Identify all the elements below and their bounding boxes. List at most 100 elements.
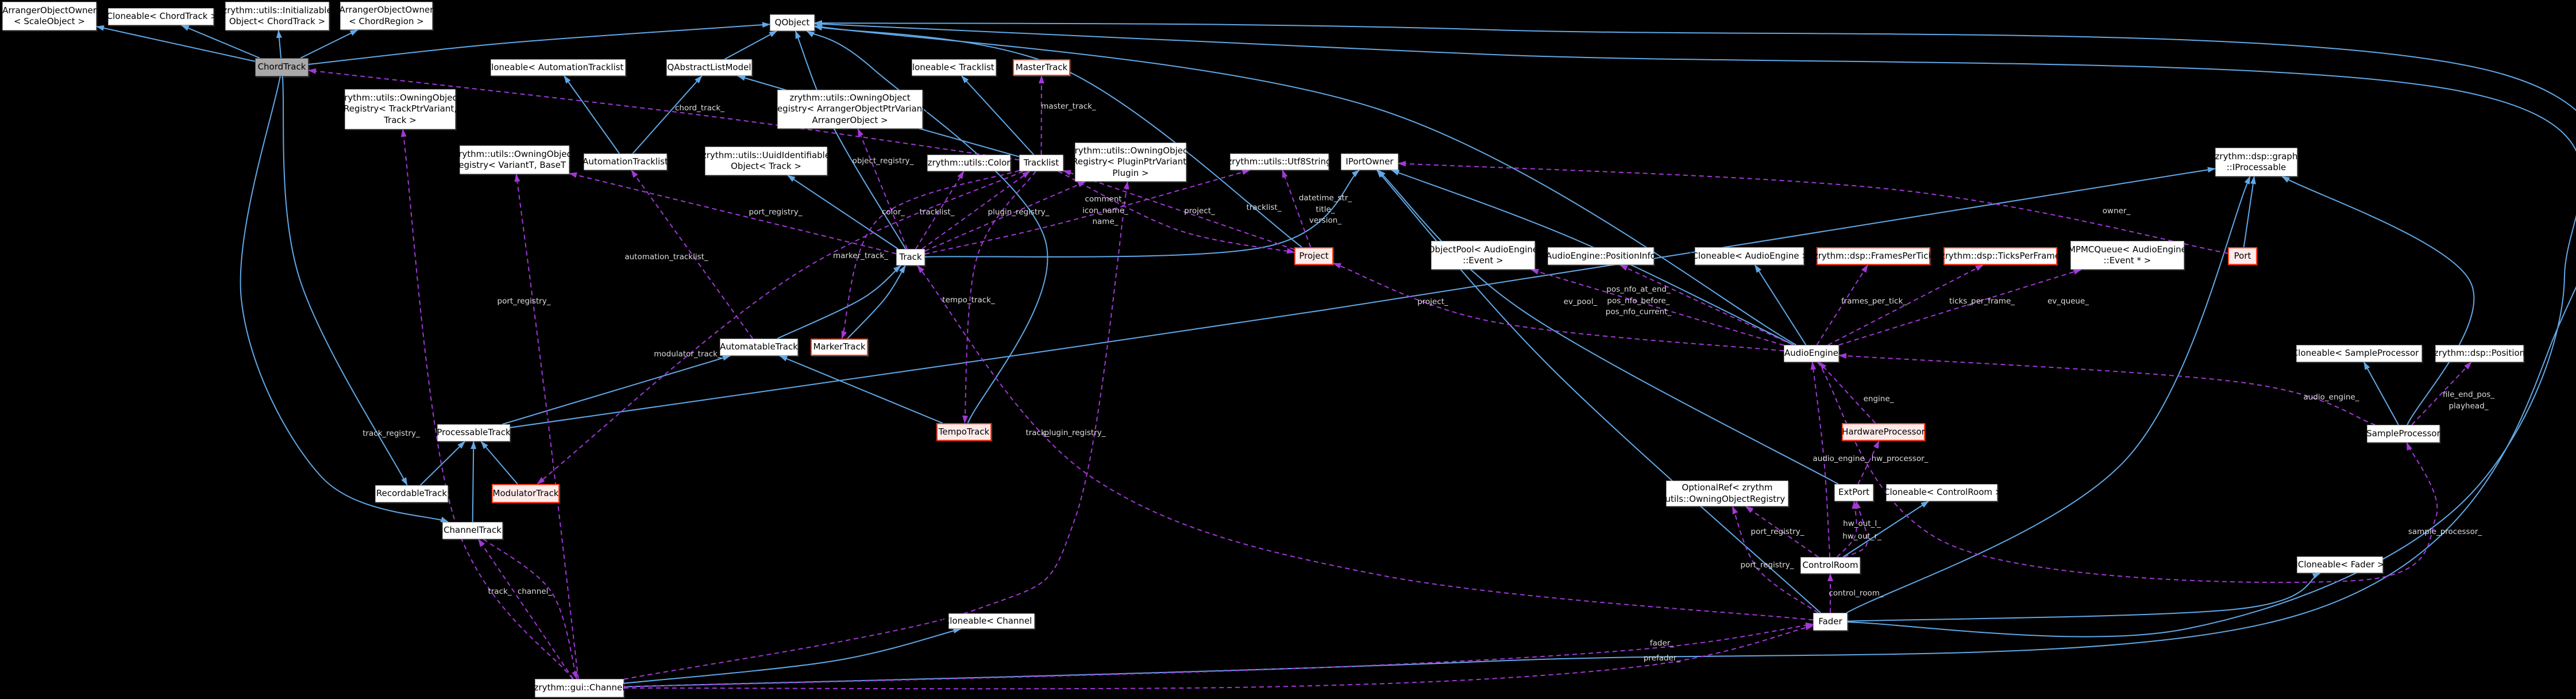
node-automationtracklist[interactable]: AutomationTracklist [583, 153, 668, 170]
node-recordabletrack[interactable]: RecordableTrack [375, 485, 448, 502]
edge-port-iprocessable [2243, 176, 2256, 248]
edge-channel-fader [623, 622, 1814, 688]
edge-audioengine-iclone-audioengine [1754, 264, 1807, 345]
node-iclone-audioengine[interactable]: ICloneable< AudioEngine > [1690, 247, 1809, 265]
edge-channel-owning-variant-registry [514, 174, 579, 679]
edge-modulatortrack-processabletrack [480, 441, 518, 485]
node-iclone-chordtrack[interactable]: ICloneable< ChordTrack > [104, 8, 218, 25]
edge-track-owning-variant-registry [569, 172, 897, 255]
node-channel[interactable]: zrythm::gui::Channel [534, 679, 624, 697]
node-position[interactable]: zrythm::dsp::Position [2434, 345, 2525, 362]
node-markertrack[interactable]: MarkerTrack [811, 339, 868, 356]
node-iclone-fader[interactable]: ICloneable< Fader > [2295, 556, 2385, 573]
node-objectpool-event[interactable]: ObjectPool< AudioEngine ::Event > [1428, 241, 1538, 270]
edge-audioengine-positioninfo [1619, 264, 1793, 345]
node-iclone-channel[interactable]: ICloneable< Channel > [941, 613, 1042, 629]
node-iclone-tracklist[interactable]: ICloneable< Tracklist > [904, 59, 1004, 76]
edge-track-uuid-track [787, 175, 898, 249]
node-mpmcqueue[interactable]: MPMCQueue< AudioEngine ::Event * > [2068, 241, 2186, 270]
edge-processabletrack-iprocessable [510, 167, 2216, 428]
edge-sampleprocessor-iprocessable [2281, 176, 2475, 425]
edge-channel-fader [623, 624, 1814, 690]
node-tracklist[interactable]: Tracklist [1019, 155, 1063, 171]
edge-fader-iprocessable [1846, 176, 2251, 613]
node-optionalref[interactable]: OptionalRef< zrythm ::utils::OwningObjec… [1659, 481, 1795, 506]
edge-fader-iclone-fader [1847, 573, 2321, 622]
node-qobject[interactable]: QObject [770, 14, 815, 31]
edge-chordtrack-qobject [308, 22, 770, 65]
node-framespertick[interactable]: zrythm::dsp::FramesPerTick [1814, 247, 1933, 265]
edge-audioengine-objectpool-event [1530, 268, 1784, 346]
node-tempotrack[interactable]: TempoTrack [936, 423, 992, 441]
edge-audioengine-ticksperframe [1827, 264, 1984, 345]
edge-chordtrack-channeltrack [240, 76, 449, 523]
edge-track-owning-plugin-registry [924, 181, 1086, 252]
edge-audioengine-mpmcqueue [1838, 269, 2082, 346]
node-channeltrack[interactable]: ChannelTrack [442, 522, 503, 539]
edge-track-utf8string [924, 169, 1251, 255]
node-positioninfo[interactable]: AudioEngine::PositionInfo [1546, 247, 1656, 265]
node-mastertrack[interactable]: MasterTrack [1013, 59, 1070, 76]
edge-audioengine-qobject [814, 24, 1796, 345]
node-iclone-controlroom[interactable]: ICloneable< ControlRoom > [1881, 484, 2002, 501]
edge-audioengine-project [1333, 262, 1784, 352]
node-chordtrack[interactable]: ChordTrack [255, 58, 308, 76]
node-audioengine[interactable]: AudioEngine [1784, 345, 1839, 362]
node-aoo-chordregion[interactable]: ArrangerObjectOwner < ChordRegion > [340, 2, 433, 30]
edge-automatabletrack-automationtracklist [631, 170, 754, 339]
edge-track-owning-arranger-registry [857, 128, 908, 249]
node-automatabletrack[interactable]: AutomatableTrack [720, 339, 798, 356]
edge-tracklist-iclone-tracklist [961, 75, 1034, 155]
node-iprocessable[interactable]: zrythm::dsp::graph ::IProcessable [2215, 148, 2297, 176]
node-fader[interactable]: Fader [1813, 613, 1848, 631]
node-utf8string[interactable]: zrythm::utils::Utf8String [1227, 153, 1332, 170]
node-hardwareprocessor[interactable]: HardwareProcessor [1842, 423, 1925, 441]
edge-tracklist-modulatortrack [537, 171, 1024, 485]
edge-fader-qobject [814, 21, 2576, 637]
node-owning-plugin-registry[interactable]: zrythm::utils::OwningObject Registry< Pl… [1070, 143, 1191, 182]
edge-markertrack-track [847, 265, 906, 339]
node-qabstractlistmodel[interactable]: QAbstractListModel [666, 59, 752, 76]
edge-tempotrack-qobject [806, 30, 1048, 424]
node-project[interactable]: Project [1294, 247, 1333, 265]
node-iportowner[interactable]: IPortOwner [1341, 153, 1398, 170]
edge-fader-track [917, 265, 1814, 621]
node-uuid-track[interactable]: zrythm::utils::UuidIdentifiable Object< … [702, 147, 830, 175]
edge-port-iportowner [1398, 160, 2228, 254]
node-sampleprocessor[interactable]: SampleProcessor [2366, 425, 2440, 443]
node-modulatortrack[interactable]: ModulatorTrack [492, 484, 560, 503]
edge-channel-owning-track-registry [400, 129, 573, 679]
edge-project-utf8string [1282, 170, 1312, 248]
node-controlroom[interactable]: ControlRoom [1800, 557, 1860, 574]
node-aoo-scale[interactable]: ArrangerObjectOwner < ScaleObject > [2, 2, 97, 30]
node-color[interactable]: zrythm::utils::Color [927, 155, 1011, 171]
edge-qabstractlistmodel-qobject [724, 30, 778, 60]
edge-channeltrack-channel [483, 539, 578, 679]
edge-chordtrack-aoo-chordregion [300, 29, 358, 59]
node-iclone-sampleprocessor[interactable]: ICloneable< SampleProcessor > [2289, 345, 2429, 362]
edge-fader-iportowner [1376, 170, 1821, 613]
edge-tracklist-markertrack [841, 170, 1020, 339]
node-ticksperframe[interactable]: zrythm::dsp::TicksPerFrame [1941, 247, 2060, 265]
edge-controlroom-extport [1837, 501, 1858, 558]
node-port[interactable]: Port [2228, 247, 2257, 265]
node-processabletrack[interactable]: ProcessableTrack [437, 424, 511, 441]
node-owning-arranger-registry[interactable]: zrythm::utils::OwningObject Registry< Ar… [772, 90, 928, 129]
node-track[interactable]: Track [896, 249, 925, 266]
edge-recordabletrack-processabletrack [420, 441, 465, 486]
edge-hardwareprocessor-audioengine [1819, 362, 1876, 424]
edge-tempotrack-automatabletrack [779, 355, 943, 424]
edge-chordtrack-recordabletrack [281, 76, 408, 486]
node-owning-track-registry[interactable]: zrythm::utils::OwningObject Registry< Tr… [340, 89, 461, 129]
node-iclone-automationtracklist[interactable]: ICloneable< AutomationTracklist > [483, 59, 634, 76]
edge-track-iportowner [924, 170, 1360, 258]
node-owning-variant-registry[interactable]: zrythm::utils::OwningObject Registry< Va… [453, 145, 576, 174]
edge-extport-iportowner [1378, 170, 1839, 485]
edge-controlroom-extport [1844, 501, 1868, 558]
edge-automationtracklist-iclone-automationtracklist [564, 75, 620, 154]
edge-sampleprocessor-audioengine [1838, 353, 2376, 425]
edge-project-tracklist [1063, 170, 1295, 250]
node-extport[interactable]: ExtPort [1834, 484, 1873, 501]
node-init-chordtrack[interactable]: zrythm::utils::Initializable Object< Cho… [222, 2, 332, 30]
